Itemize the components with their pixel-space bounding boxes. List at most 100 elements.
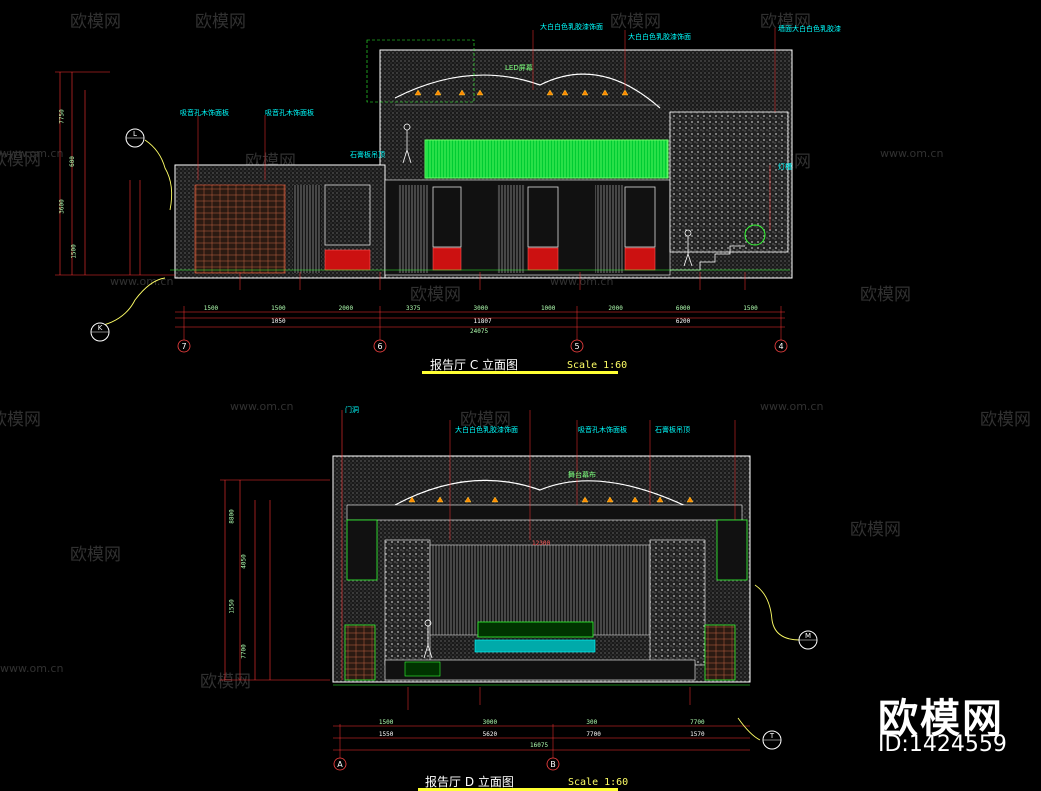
elevation-c-dims-total: 24075 [470,328,489,335]
dimension-value: 7700 [586,731,601,738]
watermark-url: www.om.cn [0,662,63,675]
ceiling-light [581,89,589,96]
elevation-d-dims-total: 16075 [530,742,549,749]
elevation-c-stairs [670,245,745,271]
vertical-dimension-value: 3600 [58,198,66,214]
elevation-c-ceiling-lights [414,89,629,96]
elevation-d [332,410,751,686]
elevation-c-detail-frame [366,39,475,103]
elevation-d-ceiling-arch [394,479,691,509]
elevation-d-chairs [474,639,596,653]
dimension-value: 6200 [675,318,691,325]
axis-bubble [774,339,788,353]
dimension-value: 1500 [743,305,758,312]
ceiling-light [476,89,484,96]
watermark-url: www.om.cn [110,275,173,288]
elevation-c-callout-5: 墙面大白白色乳胶漆 [778,25,841,33]
elevation-d-callout-3: 石膏板吊顶 [655,426,690,434]
ceiling-light [458,89,466,96]
elevation-d-door-right [704,624,736,681]
elevation-d-stage-step [404,661,441,677]
elevation-d-stone-right [649,539,706,666]
watermark-url: www.om.cn [880,147,943,160]
watermark-brand: 欧模网 [195,12,246,32]
axis-label: A [337,760,343,769]
dimension-value: 300 [586,719,598,726]
elevation-d-speaker-right [716,519,748,581]
elevation-c-red-seats [324,247,656,271]
ceiling-light [656,496,664,503]
vertical-dimension-value: 1550 [228,598,236,614]
watermark-brand: 欧模网 [860,285,911,305]
detail-marker-leaders [99,139,801,741]
ceiling-light [601,89,609,96]
elevation-c-callout-1: 大白白色乳胶漆饰面 [540,23,603,31]
watermark-brand: 欧模网 [850,520,901,540]
elevation-d-callout-2: 吸音孔木饰面板 [578,426,627,434]
brand-overlay-name: 欧模网 [878,696,1004,742]
axis-bubble [570,339,584,353]
detail-marker-label: L [133,130,137,138]
detail-marker-label: M [805,632,811,640]
dimension-value: 1500 [203,305,219,312]
vertical-dimension-value: 8800 [228,508,236,524]
ceiling-light [464,496,472,503]
ceiling-light [621,89,629,96]
elevation-c-title: 报告厅 C 立面图 [430,358,519,372]
elevation-d-ceiling-band [346,504,743,521]
ceiling-light [546,89,554,96]
ceiling-light [686,496,694,503]
watermark-brand: 欧模网 [610,12,661,32]
elevation-d-callout-4: 门洞 [345,406,359,414]
ceiling-light [434,89,442,96]
elevation-c-window-panels [324,184,656,248]
elevation-c-human-figures [402,123,693,267]
elevation-d-stage-platform [384,659,696,681]
ceiling-light [436,496,444,503]
elevation-d-ceiling-lights [408,496,694,503]
dimension-value: 5620 [482,731,498,738]
elevation-c [170,39,793,279]
dimension-value: 6000 [675,305,691,312]
axis-label: 7 [181,342,186,351]
elevation-c-led-screen [424,139,669,179]
watermark-url: www.om.cn [760,400,823,413]
elevation-d-callout-1: 大白白色乳胶漆饰面 [455,426,518,434]
watermark-brand: 欧模网 [460,410,511,430]
dimension-value: 3000 [482,719,498,726]
watermark-brand: 欧模网 [70,545,121,565]
elevation-c-leaders [197,28,776,290]
axis-label: 5 [574,342,579,351]
dimension-value: 1000 [540,305,556,312]
elevation-d-stone-left [384,539,431,666]
elevation-d-speaker-left [346,519,378,581]
elevation-d-stage-width: 12300 [532,540,551,547]
elevation-d-callout-5: 舞台幕布 [568,471,596,479]
dimension-value: 1550 [378,731,394,738]
vertical-dimension-value: 4050 [240,553,248,569]
elevation-d-scale: Scale 1:60 [568,777,629,788]
elevation-c-title-underline [422,371,618,374]
axis-label: 4 [778,342,783,351]
elevation-d-door-left [344,624,376,681]
watermark-brand: 欧模网 [200,672,251,692]
elevation-d-title: 报告厅 D 立面图 [425,775,514,789]
ceiling-light [606,496,614,503]
watermark-brand: 欧模网 [980,410,1031,430]
elevation-c-callout-4: 吸音孔木饰面板 [265,109,314,117]
dimension-value: 7700 [690,719,705,726]
elevation-c-callout-7: LED屏幕 [505,64,533,72]
watermark-url: www.om.cn [0,147,63,160]
vertical-dimension-value: 7750 [58,108,66,124]
elevation-d-dimensions [220,479,750,751]
elevation-c-stone-wall [669,111,789,253]
dimension-value: 2000 [608,305,623,312]
ceiling-light [561,89,569,96]
elevation-d-leaders [407,410,736,710]
axis-bubble [177,339,191,353]
dimension-value: 1050 [271,318,286,325]
elevation-c-wood-wall [194,184,286,274]
